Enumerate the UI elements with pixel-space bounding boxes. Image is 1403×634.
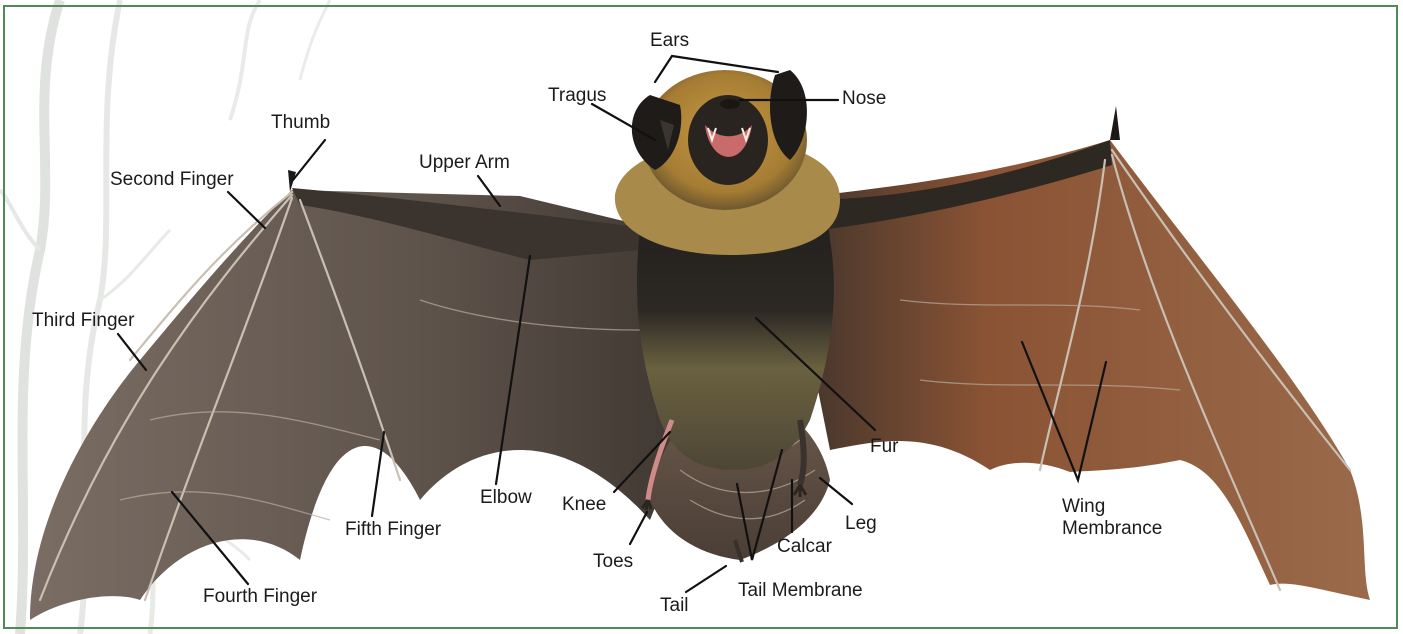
label-tragus: Tragus [548,85,606,106]
bat-illustration [30,70,1370,620]
label-tail-membrane: Tail Membrane [738,580,863,601]
leader-toes [630,512,647,544]
bat-nose [720,99,740,109]
label-calcar: Calcar [777,536,833,557]
leader-thumb [293,140,325,180]
label-wing-membrane-line1: Wing [1062,496,1105,517]
leader-second-finger [228,192,265,228]
label-elbow: Elbow [480,487,532,508]
label-fourth-finger: Fourth Finger [203,586,318,607]
label-second-finger: Second Finger [110,169,234,190]
leader-tail [686,566,726,592]
label-toes: Toes [593,551,633,572]
label-knee: Knee [562,494,606,515]
label-leg: Leg [845,513,877,534]
left-wing [30,190,690,620]
label-wing-membrane-line2: Membrance [1062,518,1162,539]
label-tail: Tail [660,595,689,616]
label-nose: Nose [842,88,886,109]
right-leg [800,420,804,485]
right-thumb-claw [1110,106,1120,140]
label-third-finger: Third Finger [32,310,135,331]
label-thumb: Thumb [271,112,330,133]
label-ears: Ears [650,30,689,51]
label-fur: Fur [870,436,899,457]
leader-third-finger [118,334,146,370]
label-upper-arm: Upper Arm [419,152,510,173]
label-fifth-finger: Fifth Finger [345,519,442,540]
